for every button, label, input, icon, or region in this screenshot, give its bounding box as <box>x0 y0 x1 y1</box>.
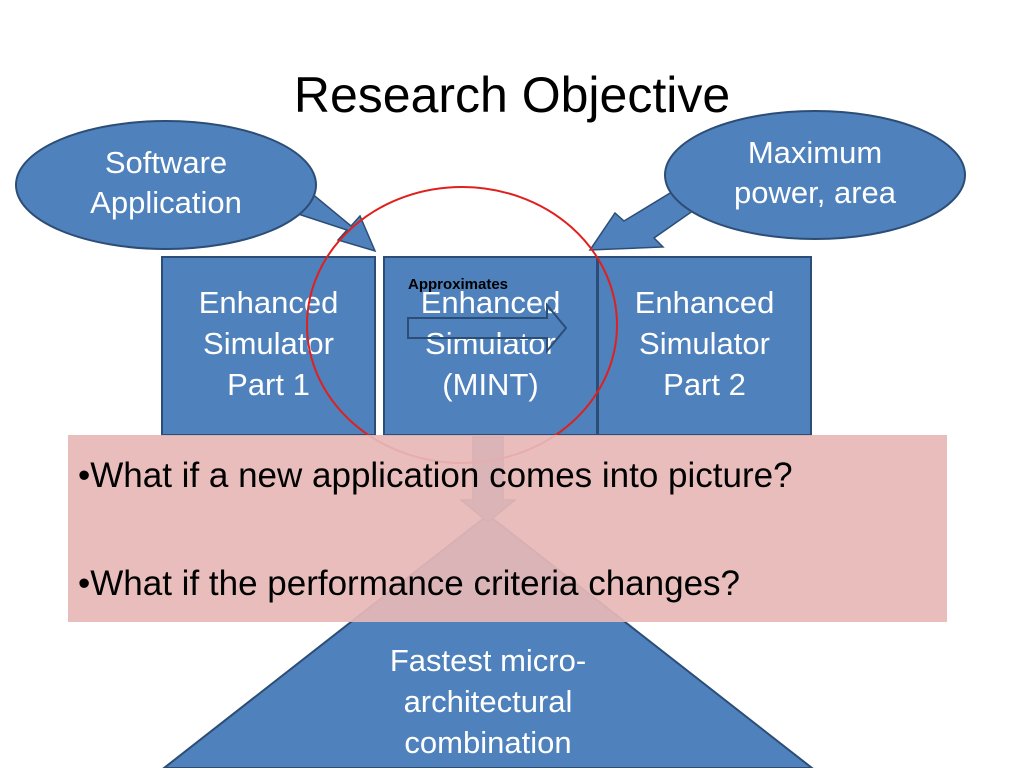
output-pyramid <box>162 513 814 768</box>
software-label-line: Software <box>104 145 228 180</box>
question-overlay: •What if a new application comes into pi… <box>68 435 947 622</box>
constraints-arrow <box>588 186 699 251</box>
box-line: Simulator <box>425 326 556 362</box>
approximates-arrow <box>407 302 568 354</box>
simulator-mint-box: Enhanced Simulator (MINT) <box>383 256 598 436</box>
box-line: Enhanced <box>420 285 561 320</box>
box-line: Part 2 <box>663 367 746 403</box>
box-line: Part 1 <box>227 367 310 403</box>
box-line: Simulator <box>203 326 334 362</box>
simulator-part2-box: Enhanced Simulator Part 2 <box>597 256 812 436</box>
constraints-label-line: Maximum <box>747 135 883 170</box>
question-1: •What if a new application comes into pi… <box>78 456 793 495</box>
box-line: Simulator <box>639 326 770 362</box>
software-arrow <box>290 190 377 253</box>
output-label-line: combination <box>404 725 572 761</box>
output-label-line: architectural <box>403 684 573 720</box>
box-line: Enhanced <box>634 285 775 320</box>
highlight-circle <box>306 186 618 464</box>
slide-title: Research Objective <box>293 67 731 123</box>
box-line: (MINT) <box>442 367 539 403</box>
simulator-part1-box: Enhanced Simulator Part 1 <box>161 256 376 436</box>
software-label: Software Application <box>36 143 296 224</box>
box-line: Enhanced <box>198 285 339 320</box>
constraints-label-line: power, area <box>734 175 896 211</box>
approximates-label: Approximates <box>408 276 509 293</box>
software-label-line: Application <box>90 185 242 221</box>
constraints-ellipse <box>664 110 966 240</box>
software-ellipse <box>15 120 317 250</box>
output-label-line: Fastest micro- <box>389 643 587 678</box>
question-2: •What if the performance criteria change… <box>78 564 741 603</box>
constraints-label: Maximum power, area <box>685 133 945 214</box>
output-label: Fastest micro- architectural combination <box>338 640 638 764</box>
